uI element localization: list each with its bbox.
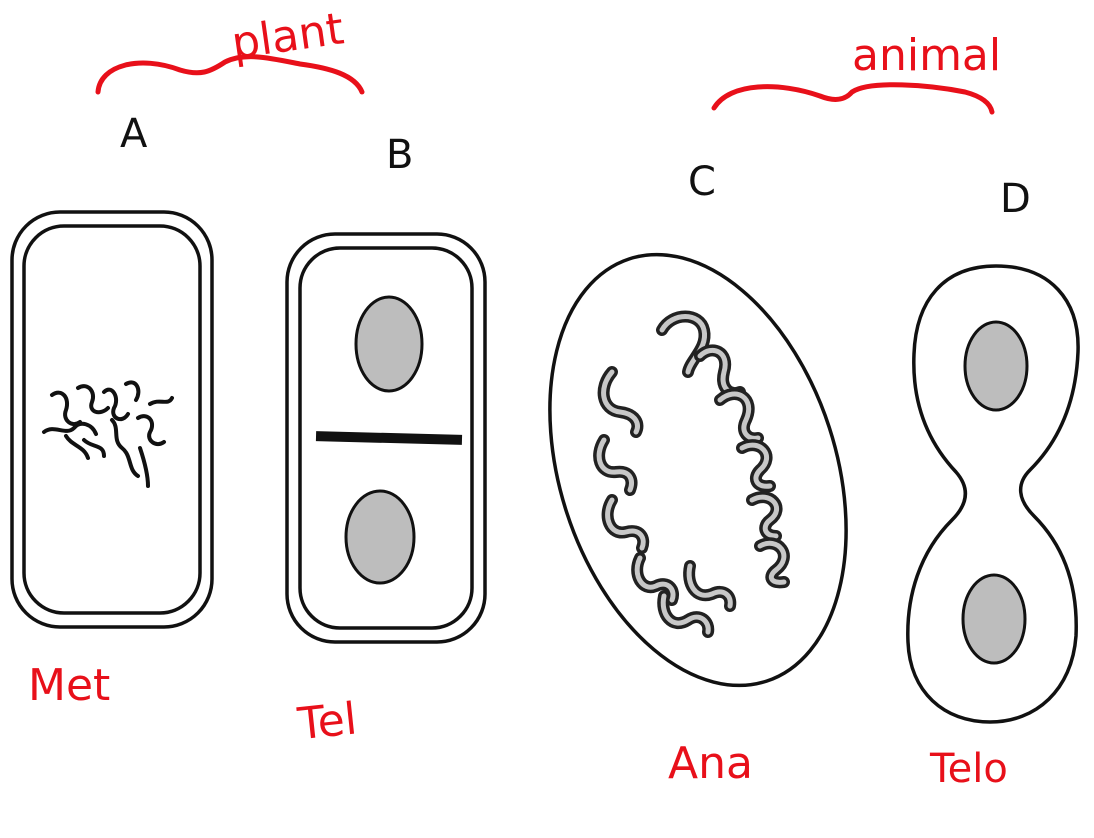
cell-b xyxy=(285,232,487,644)
cell-d-nucleus-bottom xyxy=(961,573,1027,665)
cell-b-nucleus-top xyxy=(354,295,424,393)
cell-a xyxy=(10,210,214,629)
cell-d xyxy=(906,264,1080,724)
cell-d-membrane xyxy=(906,264,1080,724)
panel-a-letter: A xyxy=(120,111,148,157)
plant-label: plant xyxy=(229,3,347,69)
annotation-telo: Telo xyxy=(929,746,1008,792)
annotation-tel: Tel xyxy=(295,693,360,750)
animal-bracket xyxy=(711,82,995,115)
plant-bracket xyxy=(95,54,365,95)
cell-a-chromosomes xyxy=(42,380,174,488)
panel-c-letter: C xyxy=(688,159,716,205)
cell-plate xyxy=(315,431,463,445)
panel-b-letter: B xyxy=(386,132,413,178)
cell-c xyxy=(548,252,848,688)
cell-d-nucleus-top xyxy=(963,320,1029,412)
cell-c-chromosomes xyxy=(593,310,790,638)
cell-b-nucleus-bottom xyxy=(344,489,416,585)
annotation-ana: Ana xyxy=(668,738,753,789)
animal-label: animal xyxy=(852,30,1001,81)
annotation-met: Met xyxy=(28,660,110,711)
panel-d-letter: D xyxy=(1000,176,1031,222)
